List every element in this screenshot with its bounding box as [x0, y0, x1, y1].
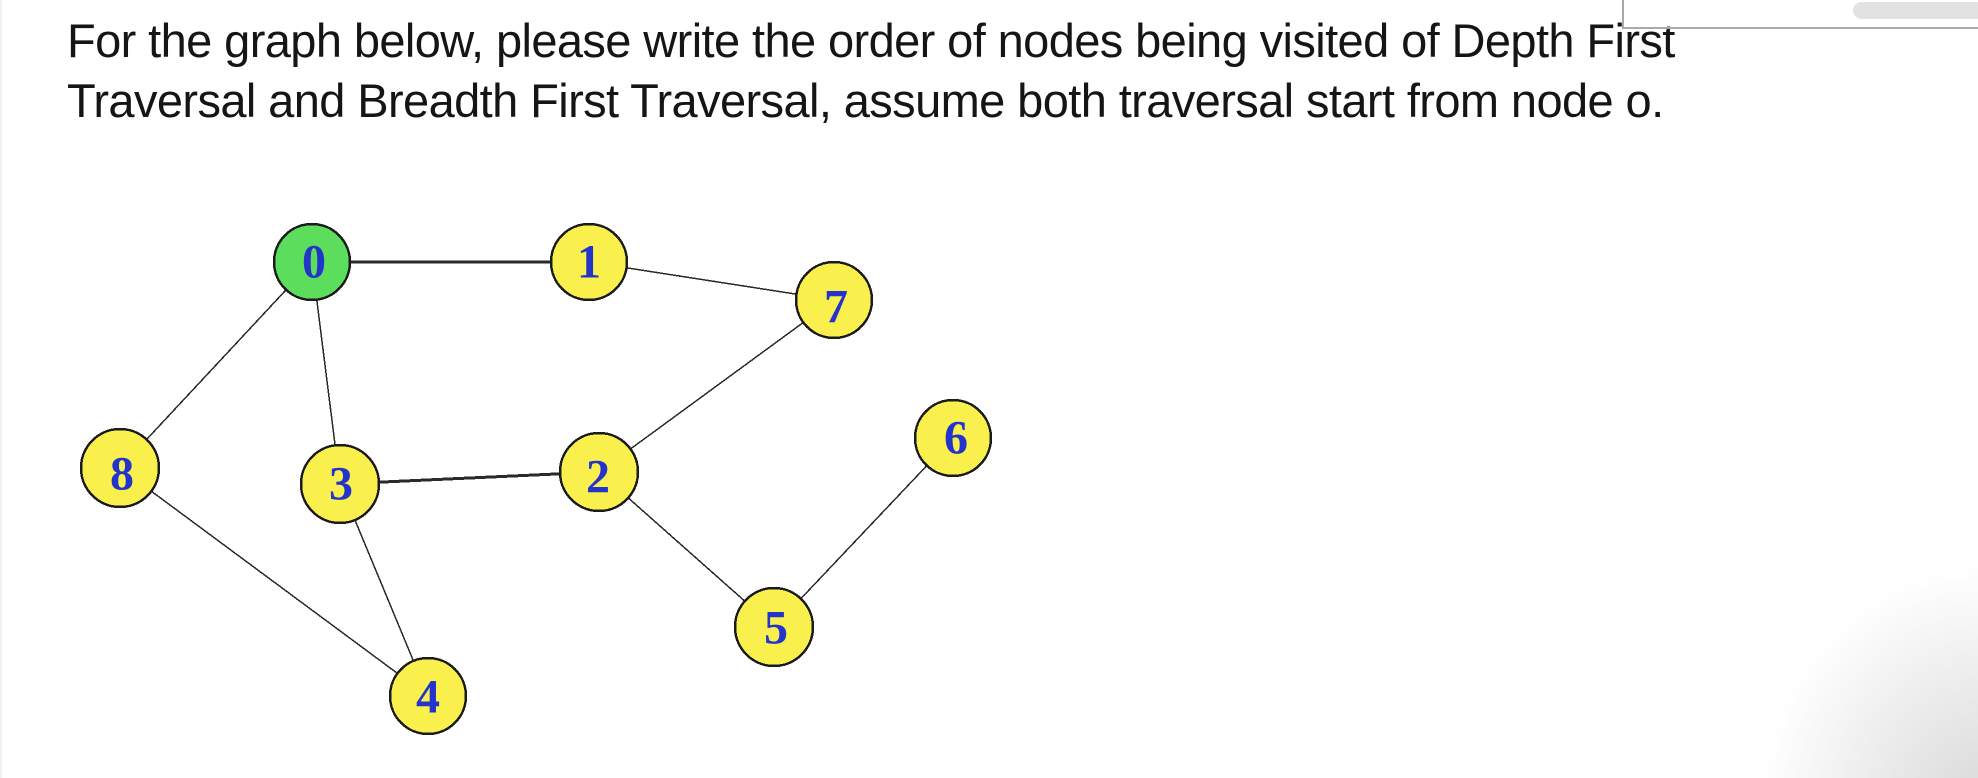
page-left-border	[0, 0, 2, 778]
question-line-2: Traversal and Breadth First Traversal, a…	[67, 74, 1664, 127]
node-6	[913, 398, 993, 478]
node-3-label: 3	[329, 458, 353, 511]
node-6-label: 6	[944, 412, 968, 465]
node-8	[79, 427, 161, 509]
edge-5-6	[773, 437, 954, 628]
node-1	[549, 222, 629, 302]
scrollbar-thumb[interactable]	[1853, 2, 1978, 19]
node-0	[272, 222, 352, 302]
edge-2-7	[598, 299, 835, 473]
panel-bottom-border	[1622, 27, 1978, 29]
node-7	[794, 260, 874, 340]
node-0-label: 0	[302, 236, 326, 289]
question-text: For the graph below, please write the or…	[67, 11, 1675, 131]
node-7-label: 7	[824, 281, 848, 334]
node-2-label: 2	[586, 451, 610, 504]
panel-left-border	[1622, 0, 1624, 27]
node-1-label: 1	[577, 236, 601, 289]
node-4-label: 4	[416, 671, 440, 724]
node-8-label: 8	[110, 448, 134, 501]
edge-3-2	[339, 470, 600, 486]
node-5-label: 5	[764, 602, 788, 655]
node-3	[299, 443, 381, 525]
edge-0-8	[119, 261, 313, 469]
question-line-1: For the graph below, please write the or…	[67, 14, 1675, 67]
edge-1-7	[588, 261, 835, 301]
edge-8-4	[119, 467, 429, 697]
node-4	[388, 656, 468, 736]
node-2	[558, 431, 640, 513]
node-5	[733, 586, 815, 668]
